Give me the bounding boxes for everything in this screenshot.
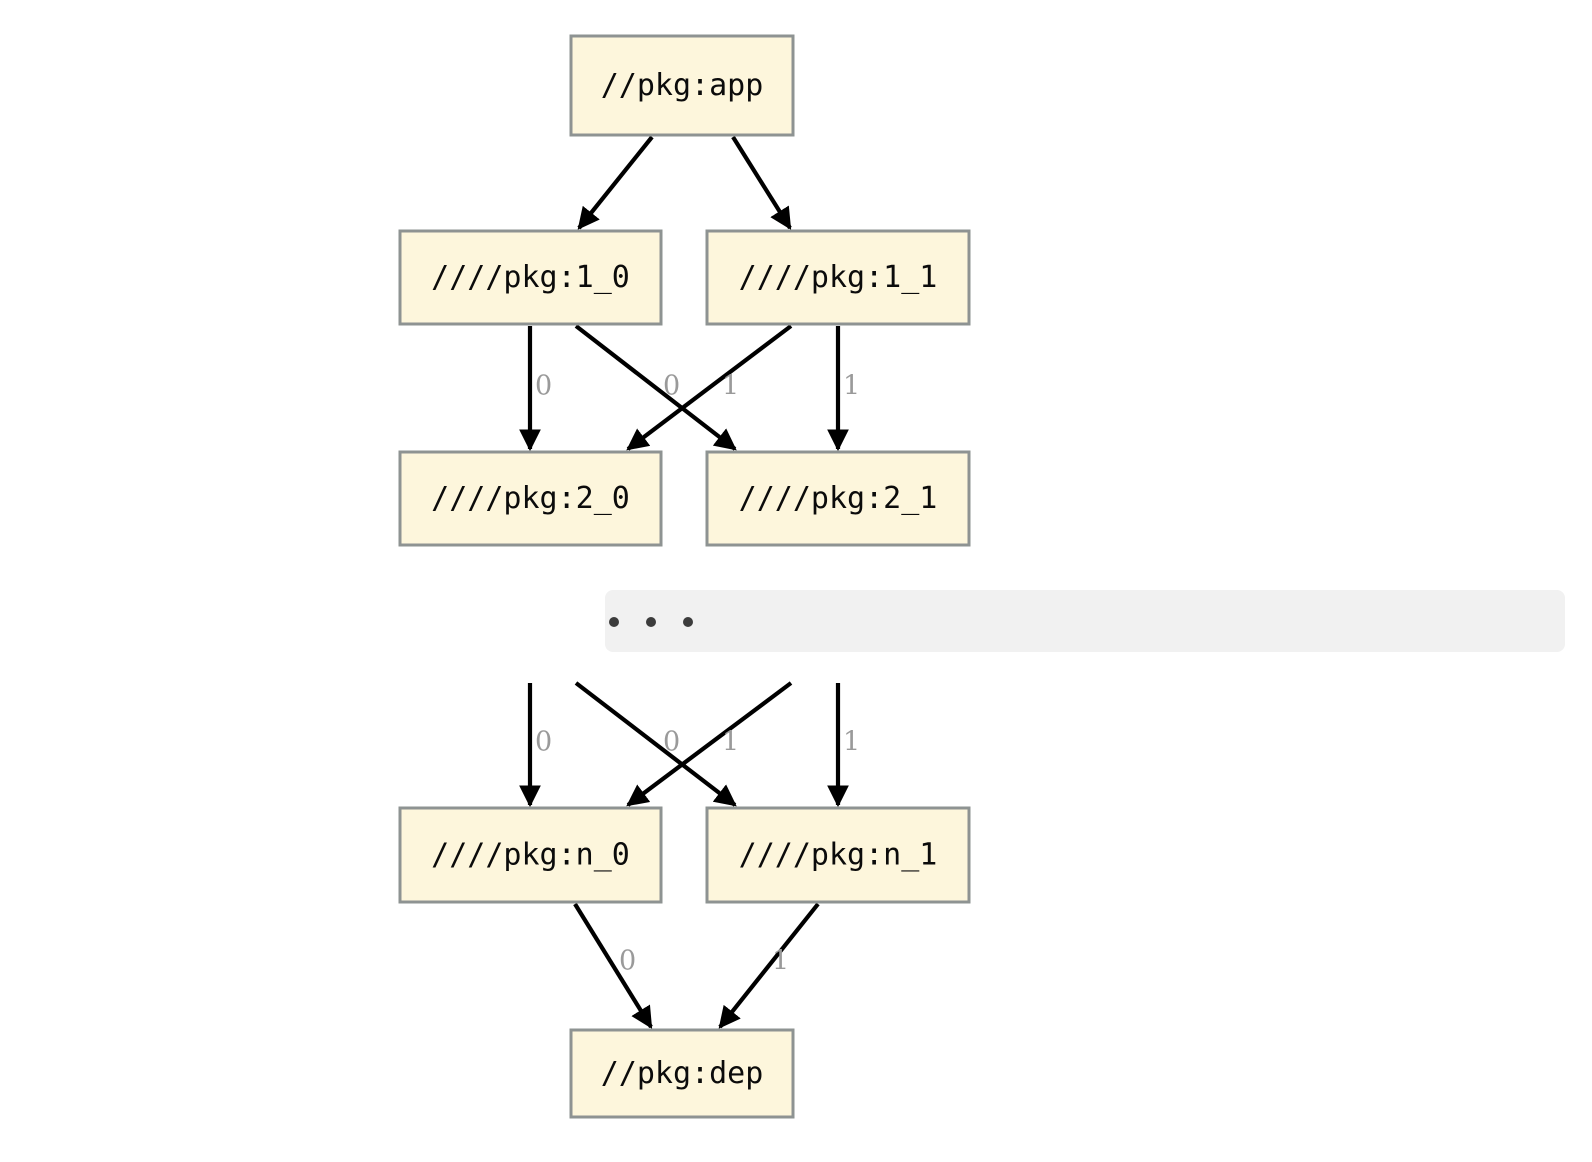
graph-node-l2_1[interactable]: ////pkg:2_1 bbox=[705, 450, 971, 547]
edge-label: 1 bbox=[843, 371, 860, 402]
ellipsis-band bbox=[605, 590, 1565, 652]
graph-node-l1_0[interactable]: ////pkg:1_0 bbox=[398, 229, 663, 326]
ellipsis-separator bbox=[605, 590, 1565, 652]
node-label: ////pkg:1_1 bbox=[739, 260, 938, 295]
graph-edge bbox=[718, 902, 820, 1029]
edge-label: 1 bbox=[722, 727, 739, 758]
node-label: ////pkg:1_0 bbox=[431, 260, 630, 295]
graph-node-l2_0[interactable]: ////pkg:2_0 bbox=[398, 450, 663, 547]
edge-label: 1 bbox=[722, 371, 739, 402]
edge-label: 0 bbox=[619, 946, 636, 977]
node-box[interactable] bbox=[569, 34, 795, 137]
nodes-layer: //pkg:app ////pkg:1_0 ////pkg:1_1 ////pkg:2… bbox=[398, 34, 971, 1119]
node-label: ////pkg:2_0 bbox=[431, 481, 630, 516]
graph-node-dep[interactable]: //pkg:dep bbox=[569, 1028, 795, 1119]
edge-label: 0 bbox=[663, 371, 680, 402]
graph-edge bbox=[577, 135, 654, 230]
graph-edge bbox=[574, 681, 737, 807]
node-box[interactable] bbox=[398, 450, 663, 547]
node-box[interactable] bbox=[569, 1028, 795, 1119]
node-box[interactable] bbox=[705, 229, 971, 326]
node-label: ////pkg:2_1 bbox=[739, 481, 938, 516]
graph-node-ln_0[interactable]: ////pkg:n_0 bbox=[398, 806, 663, 904]
node-label: //pkg:app bbox=[601, 68, 764, 103]
graph-edge bbox=[626, 324, 793, 451]
graph-edge bbox=[731, 135, 792, 230]
ellipsis-dot bbox=[683, 617, 693, 627]
graph-node-l1_1[interactable]: ////pkg:1_1 bbox=[705, 229, 971, 326]
graph-node-app[interactable]: //pkg:app bbox=[569, 34, 795, 137]
node-label: ////pkg:n_0 bbox=[431, 838, 630, 873]
ellipsis-dot bbox=[646, 617, 656, 627]
ellipsis-dot bbox=[609, 617, 619, 627]
graph-edge bbox=[574, 324, 737, 451]
graph-edge bbox=[626, 681, 793, 807]
graph-node-ln_1[interactable]: ////pkg:n_1 bbox=[705, 806, 971, 904]
node-box[interactable] bbox=[398, 229, 663, 326]
edge-label: 0 bbox=[535, 371, 552, 402]
edge-label: 1 bbox=[843, 727, 860, 758]
edge-label: 1 bbox=[772, 946, 789, 977]
edge-label: 0 bbox=[663, 727, 680, 758]
node-box[interactable] bbox=[705, 806, 971, 904]
edges-layer: 0 0 1 1 0 0 1 1 0 1 bbox=[519, 135, 860, 1029]
node-box[interactable] bbox=[705, 450, 971, 547]
node-box[interactable] bbox=[398, 806, 663, 904]
node-label: ////pkg:n_1 bbox=[739, 838, 938, 873]
edge-label: 0 bbox=[535, 727, 552, 758]
node-label: //pkg:dep bbox=[601, 1056, 764, 1091]
graph-edge bbox=[573, 902, 653, 1029]
